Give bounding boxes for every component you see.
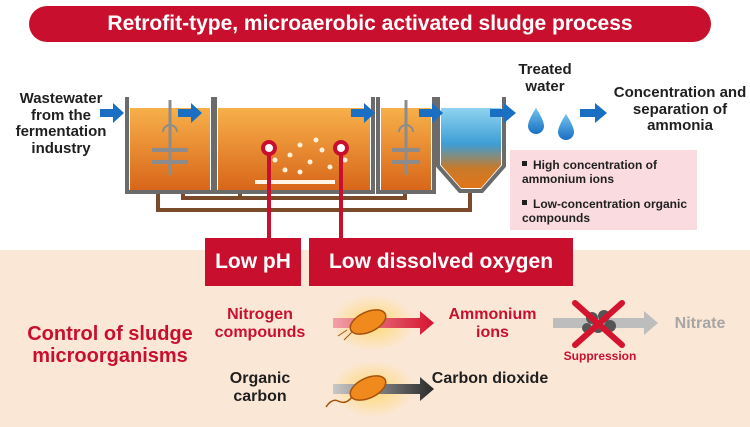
carbon-source-label: Organic carbon [229, 370, 291, 405]
nitrogen-pathway [331, 295, 434, 351]
mixing-tank-1 [125, 97, 215, 194]
flow-arrows [100, 103, 607, 123]
output-label: Treated water [518, 61, 572, 95]
sensor-lines [267, 148, 343, 238]
suppression-cross-icon [572, 300, 625, 348]
low-do-badge: Low dissolved oxygen [309, 238, 573, 286]
suppressed-product-label: Nitrate [674, 315, 726, 332]
control-heading: Control of sludge microorganisms [27, 323, 193, 367]
bacterium-icon [349, 375, 387, 401]
bullet-icon [522, 161, 527, 167]
nitrate-pathway [553, 300, 658, 348]
low-ph-badge: Low pH [205, 238, 301, 286]
nitrogen-source-label: Nitrogen compounds [214, 306, 306, 341]
bullet-icon [522, 200, 527, 206]
water-property-item: Low-concentration organic compounds [522, 197, 688, 226]
page-title: Retrofit-type, microaerobic activated sl… [29, 6, 711, 42]
carbon-pathway [325, 361, 434, 417]
carbon-product-label: Carbon dioxide [431, 370, 549, 387]
do-sensor-icon [333, 140, 349, 156]
settling-tank [436, 97, 506, 193]
aeration-tank [213, 97, 375, 194]
water-property-item: High concentration of ammonium ions [522, 158, 657, 187]
suppression-label: Suppression [563, 349, 637, 363]
input-label: Wastewater from the fermentation industr… [15, 90, 107, 157]
water-properties-box [510, 150, 697, 230]
ph-sensor-icon [261, 140, 277, 156]
recovery-label: Concentration and separation of ammonia [613, 84, 747, 134]
nitrogen-product-label: Ammonium ions [448, 306, 537, 341]
bacterium-icon [349, 309, 387, 335]
water-drop-icon [528, 108, 574, 140]
mixing-tank-2 [376, 97, 436, 194]
